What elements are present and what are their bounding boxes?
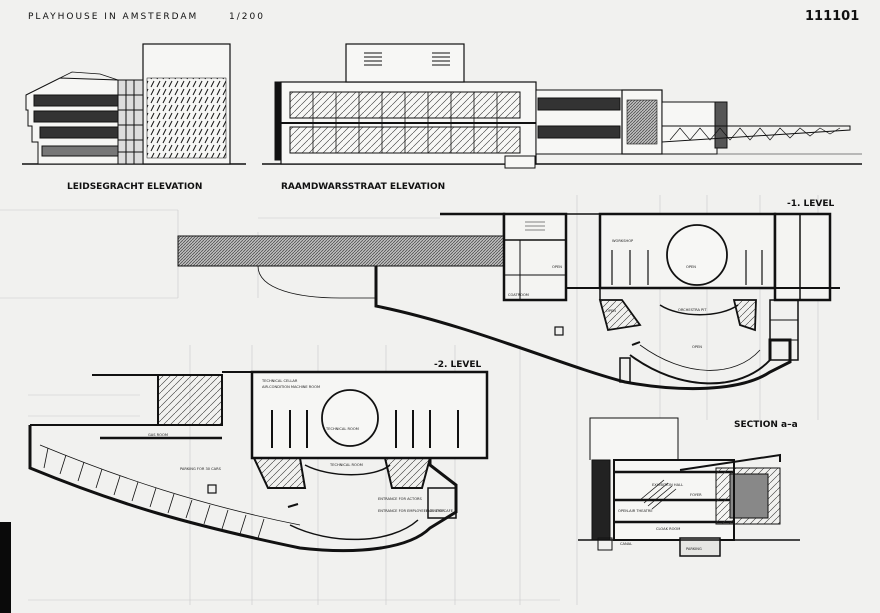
room-gas: GAS ROOM <box>148 433 168 437</box>
tape-strip <box>0 522 11 613</box>
room-canal: CANAL <box>620 542 632 546</box>
room-technical-1: TECHNICAL ROOM <box>325 427 359 431</box>
room-parking-level2: PARKING FOR 30 CARS <box>180 467 222 471</box>
scale-label: 1/200 <box>229 12 265 22</box>
room-entrance-actors: ENTRANCE FOR ACTORS <box>378 497 423 501</box>
drawing-title: PLAYHOUSE IN AMSTERDAM <box>28 12 198 22</box>
leidsegracht-elevation <box>22 43 246 165</box>
room-cloak: CLOAK ROOM <box>656 527 680 531</box>
section-label: SECTION a–a <box>734 420 798 430</box>
room-open-2: OPEN <box>686 265 696 269</box>
section-a-a <box>578 417 800 557</box>
room-entrance-staff: ENTRANCE FOR EMPLOYEES OF THE CAFE <box>378 509 454 513</box>
room-workshop: WORKSHOP <box>612 239 634 243</box>
leidsegracht-label: LEIDSEGRACHT ELEVATION <box>67 182 202 192</box>
level-1-label: -1. LEVEL <box>787 199 835 209</box>
raamdwarsstraat-label: RAAMDWARSSTRAAT ELEVATION <box>281 182 445 192</box>
room-open-3: OPEN <box>606 309 616 313</box>
room-foyer: FOYER <box>690 493 702 497</box>
room-open-1: OPEN <box>552 265 562 269</box>
room-open-air-theatre: OPEN-AIR THEATRE <box>618 509 653 513</box>
room-parking-section: PARKING <box>686 547 702 551</box>
room-technical-cellar: TECHNICAL CELLAR <box>261 379 298 383</box>
room-elevator: ELEVATOR <box>426 509 445 513</box>
room-machine-room: AIR-CONDITION MACHINE ROOM <box>262 385 320 389</box>
level-2-label: -2. LEVEL <box>434 360 482 370</box>
level-1-plan <box>177 212 840 391</box>
level-2-plan <box>28 370 489 553</box>
room-open-4: OPEN <box>692 345 702 349</box>
sheet-number: 111101 <box>805 9 859 24</box>
room-orchestra-pit: ORCHESTRA PIT <box>678 308 707 312</box>
room-technical-2: TECHNICAL ROOM <box>329 463 363 467</box>
room-exhibition-hall: EXHIBITION HALL <box>652 483 683 487</box>
hatched-bridge <box>177 235 505 267</box>
raamdwarsstraat-elevation <box>262 43 862 169</box>
room-coatroom: COATROOM <box>508 293 529 297</box>
